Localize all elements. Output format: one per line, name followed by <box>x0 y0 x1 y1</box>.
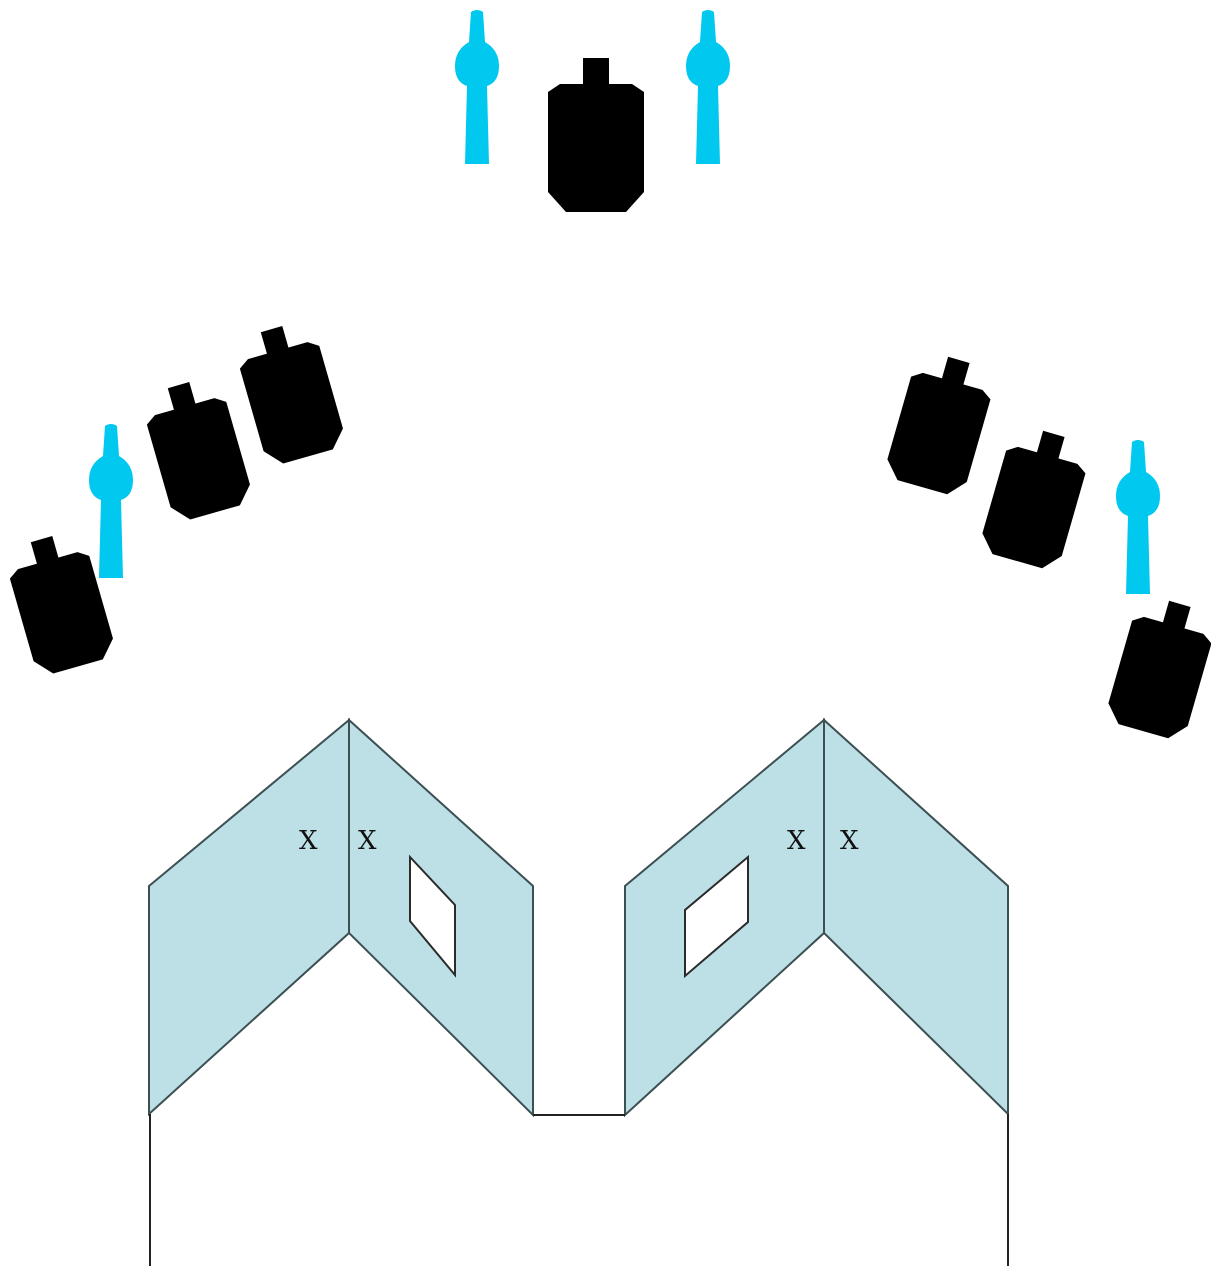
cardboard-target-right-1 <box>882 348 999 499</box>
mark-x-3: X <box>787 826 806 856</box>
mark-x-1: X <box>299 826 318 856</box>
mark-x-2: X <box>358 826 377 856</box>
mark-x-4: X <box>840 826 859 856</box>
no-shoot-right <box>1116 440 1160 594</box>
wall-right-outer <box>823 717 1009 1117</box>
cardboard-target-top-center <box>548 58 644 212</box>
cardboard-target-right-2 <box>977 422 1094 573</box>
port-right <box>684 854 749 979</box>
cardboard-target-right-3 <box>1103 592 1211 743</box>
cardboard-target-left-3 <box>231 317 348 468</box>
no-shoot-top-left <box>455 10 499 164</box>
no-shoot-top-right <box>686 10 730 164</box>
no-shoot-left <box>89 424 133 578</box>
cardboard-target-left-2 <box>138 373 255 524</box>
wall-left-outer <box>148 717 350 1117</box>
port-left <box>409 854 456 978</box>
